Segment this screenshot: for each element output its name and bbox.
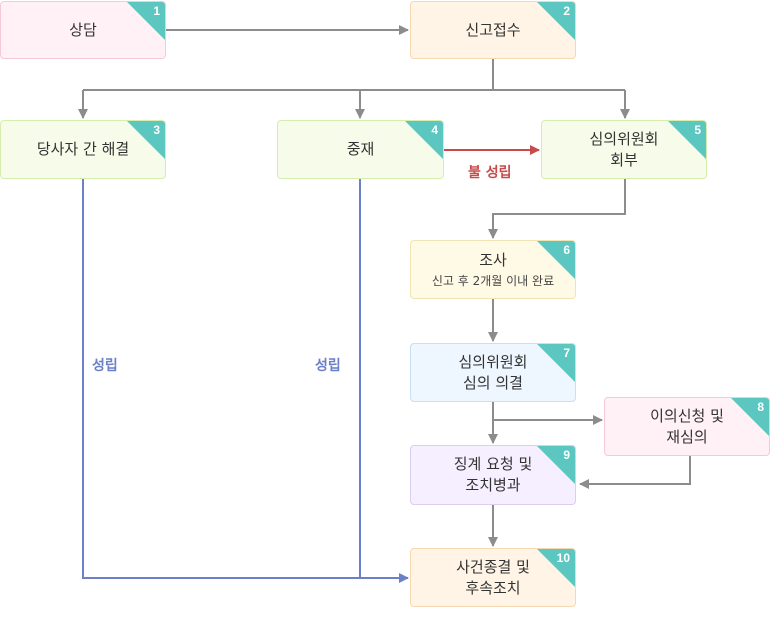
corner-badge xyxy=(537,549,575,587)
step-number: 8 xyxy=(757,400,764,414)
node-label: 사건종결 및 후속조치 xyxy=(456,557,530,597)
step-number: 9 xyxy=(563,448,570,462)
corner-badge xyxy=(537,241,575,279)
node-appeal-review: 8 이의신청 및 재심의 xyxy=(604,397,770,456)
node-sublabel: 신고 후 2개월 이내 완료 xyxy=(431,274,555,288)
node-label: 이의신청 및 재심의 xyxy=(650,406,724,446)
corner-badge xyxy=(537,2,575,40)
node-report-receipt: 2 신고접수 xyxy=(410,1,576,59)
step-number: 1 xyxy=(153,4,160,18)
node-label: 징계 요청 및 조치병과 xyxy=(453,455,533,494)
edge-label-success-mid: 성립 xyxy=(315,358,341,374)
edge-2-branch xyxy=(83,59,625,91)
node-consultation: 1 상담 xyxy=(0,1,166,59)
step-number: 2 xyxy=(563,4,570,18)
corner-badge xyxy=(405,121,443,159)
node-committee-referral: 5 심의위원회 회부 xyxy=(541,120,707,179)
corner-badge xyxy=(537,446,575,484)
edge-3-to-10-success xyxy=(82,179,409,583)
step-number: 4 xyxy=(431,123,438,137)
corner-badge xyxy=(127,121,165,159)
step-number: 10 xyxy=(556,551,570,565)
node-case-closure: 10 사건종결 및 후속조치 xyxy=(410,548,576,607)
node-discipline-request: 9 징계 요청 및 조치병과 xyxy=(410,445,576,505)
corner-badge xyxy=(537,344,575,382)
node-investigation: 6 조사 신고 후 2개월 이내 완료 xyxy=(410,240,576,299)
edge-label-success-left: 성립 xyxy=(92,358,118,374)
node-label: 조사 xyxy=(479,251,507,269)
edge-5-to-6 xyxy=(488,179,626,239)
node-label: 신고접수 xyxy=(465,20,521,39)
corner-badge xyxy=(668,121,706,159)
corner-badge xyxy=(127,2,165,40)
node-label: 심의위원회 심의 의결 xyxy=(458,352,528,392)
corner-badge xyxy=(731,398,769,436)
edge-label-fail: 불 성립 xyxy=(468,165,512,181)
node-label: 중재 xyxy=(346,140,375,158)
node-committee-deliberation: 7 심의위원회 심의 의결 xyxy=(410,343,576,402)
step-number: 5 xyxy=(694,123,701,137)
node-mediation: 4 중재 xyxy=(277,120,444,179)
node-label: 심의위원회 회부 xyxy=(589,129,659,169)
step-number: 6 xyxy=(563,243,570,257)
step-number: 7 xyxy=(563,346,570,360)
edge-8-to-9 xyxy=(579,456,691,489)
node-parties-resolution: 3 당사자 간 해결 xyxy=(0,120,166,179)
node-label: 당사자 간 해결 xyxy=(36,140,130,158)
node-label: 상담 xyxy=(69,20,97,39)
step-number: 3 xyxy=(153,123,160,137)
